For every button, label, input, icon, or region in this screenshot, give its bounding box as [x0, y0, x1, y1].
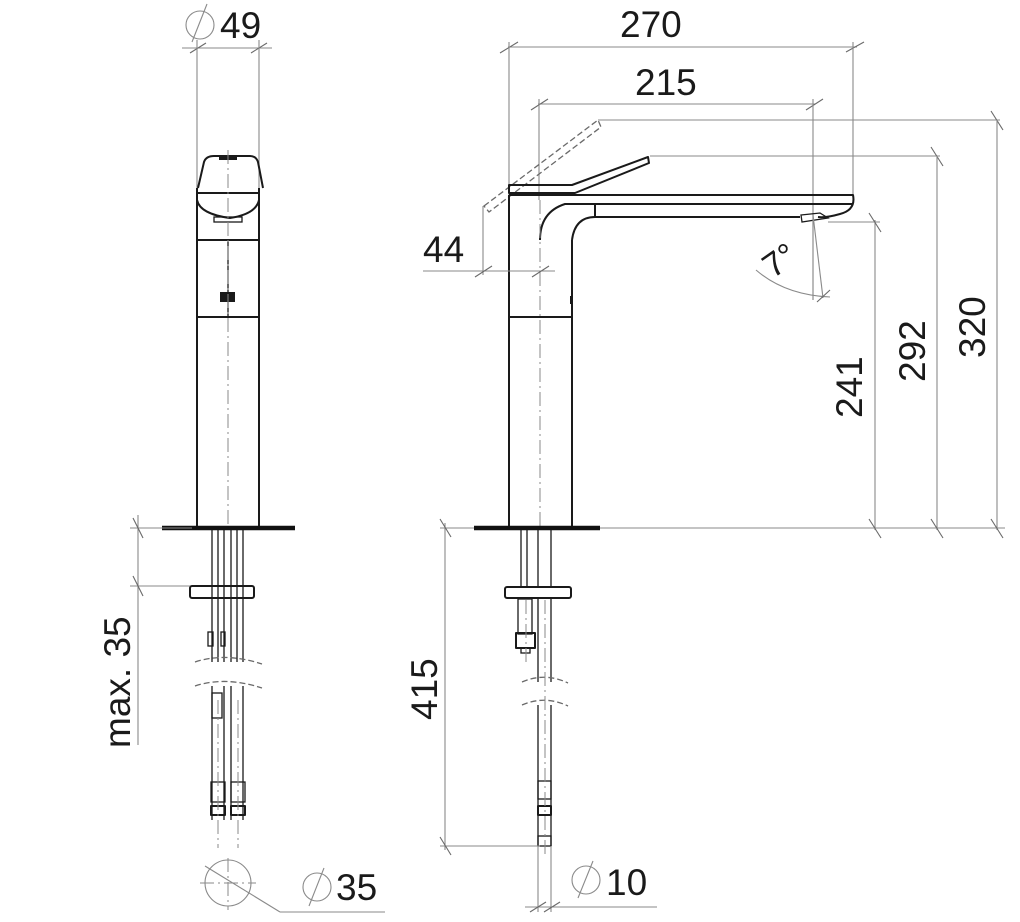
- dim-lever-clearance: 44: [423, 206, 555, 278]
- dim-mounting-hole: 35: [200, 858, 385, 913]
- label-270: 270: [620, 4, 682, 45]
- faucet-body-side: [508, 195, 573, 528]
- label-diameter-10: 10: [606, 862, 647, 903]
- dim-max-mounting: max. 35: [97, 515, 192, 748]
- shank-and-hose-side: [504, 530, 572, 857]
- dim-hose-length: 415: [404, 518, 540, 856]
- label-292: 292: [892, 320, 933, 382]
- shank-and-hoses-front: [189, 530, 263, 848]
- side-view: 270 215: [404, 4, 1005, 913]
- dim-hose-diameter: 10: [525, 846, 657, 913]
- dim-overall-depth: 270: [499, 4, 865, 300]
- label-diameter-35: 35: [336, 867, 377, 908]
- label-215: 215: [635, 62, 697, 103]
- dim-spray-angle: 7°: [756, 214, 831, 303]
- label-max-35: max. 35: [97, 616, 138, 748]
- label-241: 241: [829, 356, 870, 418]
- label-7-degrees: 7°: [756, 236, 804, 286]
- dim-heights: 241 292 320: [828, 120, 1004, 539]
- faucet-body-front: [196, 150, 260, 528]
- front-view: 49: [97, 3, 385, 913]
- label-diameter-49: 49: [220, 5, 261, 46]
- label-44: 44: [423, 229, 464, 270]
- lever-head: [196, 155, 264, 223]
- spout: [509, 194, 855, 241]
- label-415: 415: [404, 658, 445, 720]
- lever-side: [483, 110, 1004, 213]
- label-320: 320: [952, 296, 993, 358]
